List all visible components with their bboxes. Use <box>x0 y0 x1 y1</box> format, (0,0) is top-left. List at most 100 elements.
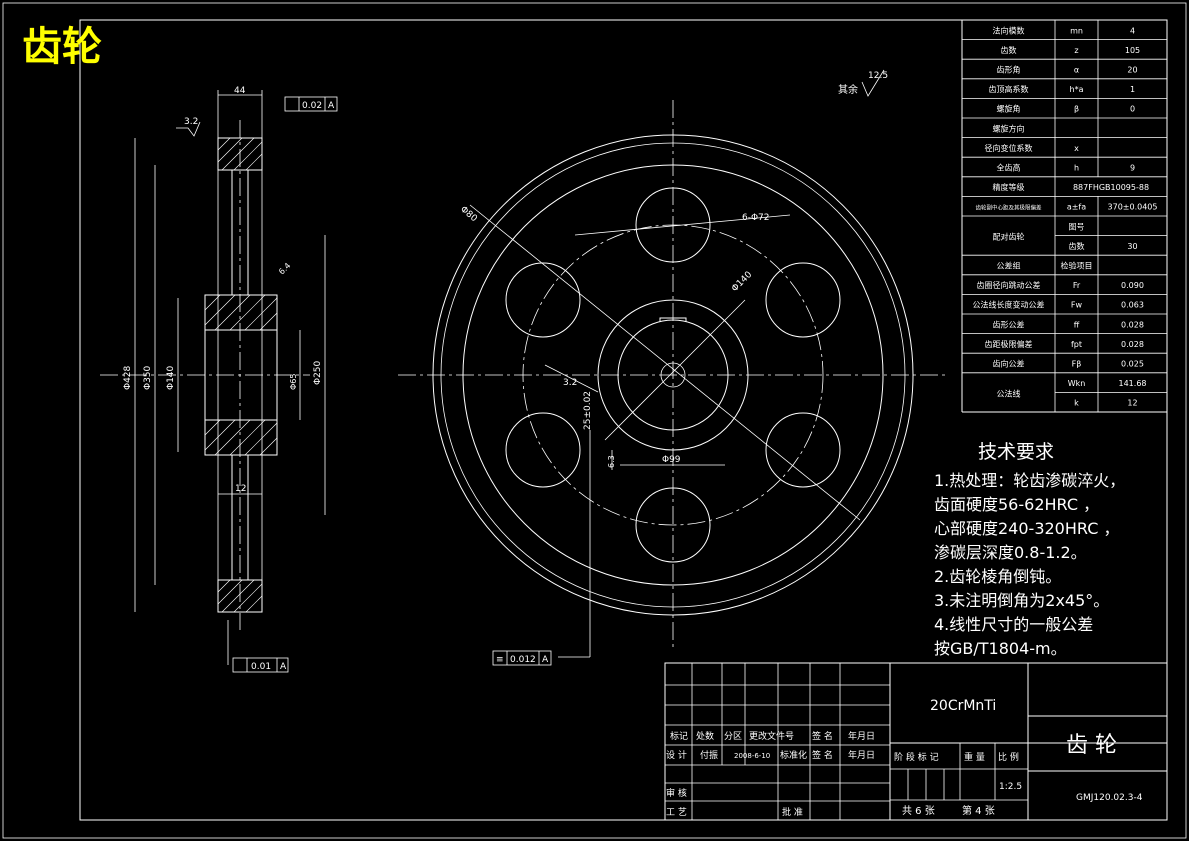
param-value: 30 <box>1127 242 1137 251</box>
keyway <box>659 317 687 322</box>
param-symbol: fpt <box>1071 340 1082 349</box>
datum-bottom: A <box>280 662 287 672</box>
tech-line: 3.未注明倒角为2x45°。 <box>934 591 1109 610</box>
side-view: 44 3.2 0.02 A Φ428 Φ350 Φ140 Φ65 Φ250 6.… <box>100 86 338 673</box>
tb-ymd: 年月日 <box>848 749 875 761</box>
param-name: 齿向公差 <box>993 359 1025 369</box>
param-name: 配对齿轮 <box>993 232 1025 242</box>
datum-top: A <box>328 101 335 111</box>
dim-d2: Φ350 <box>143 365 153 390</box>
param-value: 9 <box>1130 164 1135 173</box>
runout-top: 0.02 <box>302 101 322 111</box>
section-hatching <box>204 137 278 613</box>
dim-d4: Φ65 <box>289 374 298 390</box>
roughness-rest: 12.5 <box>868 71 888 81</box>
param-name: 径向变位系数 <box>985 143 1033 153</box>
flatness-datum: A <box>542 655 549 665</box>
tb-label: 签 名 <box>812 730 833 742</box>
rim-inner-circle <box>462 164 884 586</box>
tech-line: 心部硬度240-320HRC ， <box>934 519 1119 538</box>
param-name: 齿圈径向跳动公差 <box>977 280 1041 290</box>
flatness-value: 0.012 <box>510 655 536 665</box>
param-symbol: a±fa <box>1067 203 1086 212</box>
tech-title: 技术要求 <box>978 441 1054 463</box>
param-name: 齿轮副中心距及其极限偏差 <box>975 204 1042 212</box>
param-symbol: z <box>1074 46 1078 55</box>
param-name: 公法线长度变动公差 <box>973 300 1045 310</box>
param-symbol: h*a <box>1070 85 1084 94</box>
param-symbol: Fβ <box>1072 360 1082 369</box>
tech-line: 按GB/T1804-m。 <box>934 639 1067 658</box>
tb-label: 年月日 <box>848 730 875 742</box>
param-name: 公法线 <box>997 388 1021 398</box>
tb-designer: 付振 <box>700 749 718 761</box>
param-symbol: β <box>1074 105 1079 114</box>
lightening-holes <box>505 187 841 563</box>
dim-width-top: 44 <box>234 86 246 96</box>
param-value: 4 <box>1130 26 1135 35</box>
front-view: Φ80 6-Φ72 Φ140 3.2 25±0.02 6.3 Φ99 其余 12… <box>398 69 948 666</box>
param-symbol: 887FHGB10095-88 <box>1073 183 1149 192</box>
param-symbol: x <box>1074 144 1079 153</box>
tech-line: 1.热处理：轮齿渗碳淬火， <box>934 471 1125 490</box>
param-symbol: ff <box>1074 320 1080 329</box>
param-symbol: 检验项目 <box>1061 261 1093 271</box>
tech-line: 4.线性尺寸的一般公差 <box>934 615 1093 634</box>
tech-line: 2.齿轮棱角倒钝。 <box>934 567 1061 586</box>
dim-web: 12 <box>235 484 246 494</box>
param-value: 0.028 <box>1121 320 1144 329</box>
drawing-heading: 齿轮 <box>22 24 102 70</box>
param-symbol: Wkn <box>1068 379 1086 388</box>
param-value: 0.025 <box>1121 360 1144 369</box>
param-name: 螺旋角 <box>997 104 1021 114</box>
param-name: 齿形角 <box>997 65 1021 75</box>
svg-text:≡: ≡ <box>496 655 504 665</box>
tb-label: 更改文件号 <box>749 730 794 742</box>
param-name: 法向模数 <box>993 25 1025 35</box>
dim-d5: Φ250 <box>313 360 323 385</box>
inner-frame <box>79 19 1168 821</box>
param-name: 公差组 <box>997 261 1021 271</box>
roughness-mid: 6.4 <box>277 261 292 276</box>
param-value: 0.028 <box>1121 340 1144 349</box>
tb-sign: 签 名 <box>812 749 833 761</box>
bore-circle <box>617 319 729 431</box>
tb-approve: 批 准 <box>782 806 803 818</box>
tb-date: 2008-6-10 <box>734 752 770 760</box>
dim-hole-pitch: Φ80 <box>458 205 479 225</box>
param-value: 370±0.0405 <box>1108 203 1158 212</box>
param-name: 齿距极限偏差 <box>985 339 1033 349</box>
param-value: 141.68 <box>1119 379 1147 388</box>
dim-key-width: 3.2 <box>563 378 577 388</box>
dim-d1: Φ428 <box>123 365 133 390</box>
roughness-top: 3.2 <box>184 117 198 127</box>
param-name: 全齿高 <box>997 163 1021 173</box>
tip-circle <box>432 134 914 616</box>
tb-weight: 重 量 <box>964 751 985 763</box>
param-symbol: mn <box>1070 26 1083 35</box>
tb-std: 标准化 <box>780 749 807 761</box>
roughness-rest-label: 其余 <box>838 83 858 96</box>
material: 20CrMnTi <box>930 698 996 714</box>
drawing-number: GMJ120.02.3-4 <box>1076 793 1143 803</box>
param-name: 齿数 <box>1001 45 1017 55</box>
dim-key-height: 6.3 <box>607 455 616 468</box>
tb-sheets: 共 6 张 <box>902 805 935 817</box>
param-name: 齿形公差 <box>993 319 1025 329</box>
technical-requirements: 技术要求 1.热处理：轮齿渗碳淬火， 齿面硬度56-62HRC ， 心部硬度24… <box>934 441 1125 658</box>
param-value: 105 <box>1125 46 1140 55</box>
param-name: 螺旋方向 <box>993 123 1025 133</box>
dim-hub: Φ140 <box>730 270 754 294</box>
hole-pitch-circle <box>522 224 824 526</box>
param-name: 精度等级 <box>993 182 1025 192</box>
tb-label: 处数 <box>696 730 714 742</box>
tech-line: 渗碳层深度0.8-1.2。 <box>934 543 1087 562</box>
tb-label: 分区 <box>724 731 742 742</box>
param-value: 1 <box>1130 85 1135 94</box>
param-value: 0.063 <box>1121 301 1144 310</box>
tb-design: 设 计 <box>666 749 687 761</box>
tb-review: 审 核 <box>666 787 687 799</box>
